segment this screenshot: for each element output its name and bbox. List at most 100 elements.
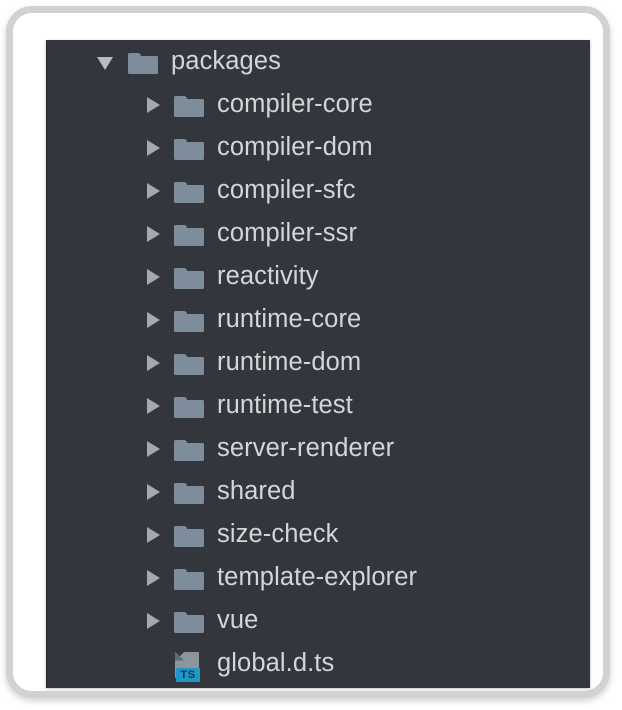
chevron-right-icon[interactable] [141, 219, 171, 249]
tree-item-compiler-ssr[interactable]: compiler-ssr [46, 212, 590, 255]
folder-icon-tab [174, 138, 187, 144]
folder-icon [171, 434, 211, 464]
window-frame: packages compiler-core compiler-dom compile… [6, 6, 610, 698]
chevron-right-icon[interactable] [141, 176, 171, 206]
file-icon-fold-shadow [175, 651, 184, 661]
tree-item-label: global.d.ts [217, 649, 335, 677]
tree-item-size-check[interactable]: size-check [46, 513, 590, 556]
chevron-right-icon[interactable] [141, 262, 171, 292]
twisty-spacer [141, 649, 171, 679]
folder-icon [171, 477, 211, 507]
folder-icon [171, 391, 211, 421]
folder-icon [171, 520, 211, 550]
folder-icon-shape [174, 353, 204, 375]
folder-icon [171, 563, 211, 593]
chevron-right-icon[interactable] [141, 606, 171, 636]
tree-item-label: server-renderer [217, 434, 395, 462]
folder-icon-body [174, 357, 204, 375]
folder-icon-body [174, 271, 204, 289]
folder-icon-shape [174, 181, 204, 203]
tree-item-compiler-dom[interactable]: compiler-dom [46, 126, 590, 169]
file-tree-panel[interactable]: packages compiler-core compiler-dom compile… [46, 40, 590, 688]
folder-icon-body [174, 400, 204, 418]
folder-icon-body [174, 99, 204, 117]
tree-item-template-explorer[interactable]: template-explorer [46, 556, 590, 599]
folder-icon-shape [174, 138, 204, 160]
folder-icon-body [174, 228, 204, 246]
folder-icon [171, 262, 211, 292]
folder-icon [171, 133, 211, 163]
tree-item-label: shared [217, 477, 296, 505]
tree-item-global-d-ts[interactable]: TS global.d.ts [46, 642, 590, 685]
chevron-right-icon[interactable] [141, 348, 171, 378]
tree-item-label: compiler-sfc [217, 176, 356, 204]
tree-item-label: compiler-dom [217, 133, 373, 161]
folder-icon-tab [174, 396, 187, 402]
chevron-right-icon[interactable] [141, 391, 171, 421]
folder-icon [125, 47, 165, 77]
tree-item-label: compiler-core [217, 90, 373, 118]
folder-icon-shape [174, 611, 204, 633]
chevron-right-icon[interactable] [141, 477, 171, 507]
folder-icon [171, 219, 211, 249]
folder-icon-shape [174, 95, 204, 117]
chevron-right-icon[interactable] [141, 563, 171, 593]
chevron-right-icon[interactable] [141, 133, 171, 163]
folder-icon [171, 90, 211, 120]
tree-item-packages[interactable]: packages [46, 40, 590, 83]
chevron-down-icon[interactable] [95, 47, 125, 77]
tree-item-runtime-core[interactable]: runtime-core [46, 298, 590, 341]
tree-item-label: reactivity [217, 262, 319, 290]
tree-item-compiler-sfc[interactable]: compiler-sfc [46, 169, 590, 212]
folder-icon-tab [174, 568, 187, 574]
folder-icon-shape [174, 568, 204, 590]
folder-icon-body [174, 486, 204, 504]
folder-icon-tab [174, 611, 187, 617]
file-tree-list: packages compiler-core compiler-dom compile… [46, 40, 590, 685]
folder-icon-shape [174, 224, 204, 246]
folder-icon-shape [174, 439, 204, 461]
tree-item-server-renderer[interactable]: server-renderer [46, 427, 590, 470]
folder-icon-body [174, 572, 204, 590]
folder-icon-shape [174, 525, 204, 547]
folder-icon-body [174, 443, 204, 461]
typescript-badge: TS [176, 667, 200, 682]
folder-icon-body [174, 142, 204, 160]
folder-icon-shape [128, 52, 158, 74]
folder-icon-shape [174, 267, 204, 289]
folder-icon-shape [174, 482, 204, 504]
tree-item-reactivity[interactable]: reactivity [46, 255, 590, 298]
chevron-right-icon[interactable] [141, 305, 171, 335]
folder-icon-tab [174, 353, 187, 359]
tree-item-label: template-explorer [217, 563, 418, 591]
tree-item-compiler-core[interactable]: compiler-core [46, 83, 590, 126]
chevron-right-icon[interactable] [141, 434, 171, 464]
folder-icon [171, 305, 211, 335]
folder-icon-tab [174, 310, 187, 316]
tree-item-label: runtime-core [217, 305, 362, 333]
folder-icon-shape [174, 396, 204, 418]
folder-icon-tab [174, 439, 187, 445]
tree-item-label: packages [171, 47, 281, 75]
folder-icon [171, 606, 211, 636]
folder-icon-body [128, 56, 158, 74]
folder-icon-shape [174, 310, 204, 332]
folder-icon-tab [174, 224, 187, 230]
folder-icon [171, 176, 211, 206]
tree-item-label: runtime-dom [217, 348, 362, 376]
folder-icon-tab [128, 52, 141, 58]
chevron-right-icon[interactable] [141, 90, 171, 120]
tree-item-shared[interactable]: shared [46, 470, 590, 513]
folder-icon-tab [174, 482, 187, 488]
folder-icon-body [174, 314, 204, 332]
chevron-right-icon[interactable] [141, 520, 171, 550]
tree-item-vue[interactable]: vue [46, 599, 590, 642]
folder-icon-body [174, 529, 204, 547]
tree-item-runtime-test[interactable]: runtime-test [46, 384, 590, 427]
folder-icon-body [174, 185, 204, 203]
tree-item-runtime-dom[interactable]: runtime-dom [46, 341, 590, 384]
window-inner-surface: packages compiler-core compiler-dom compile… [13, 13, 603, 691]
folder-icon-tab [174, 267, 187, 273]
typescript-file-icon: TS [171, 649, 211, 682]
